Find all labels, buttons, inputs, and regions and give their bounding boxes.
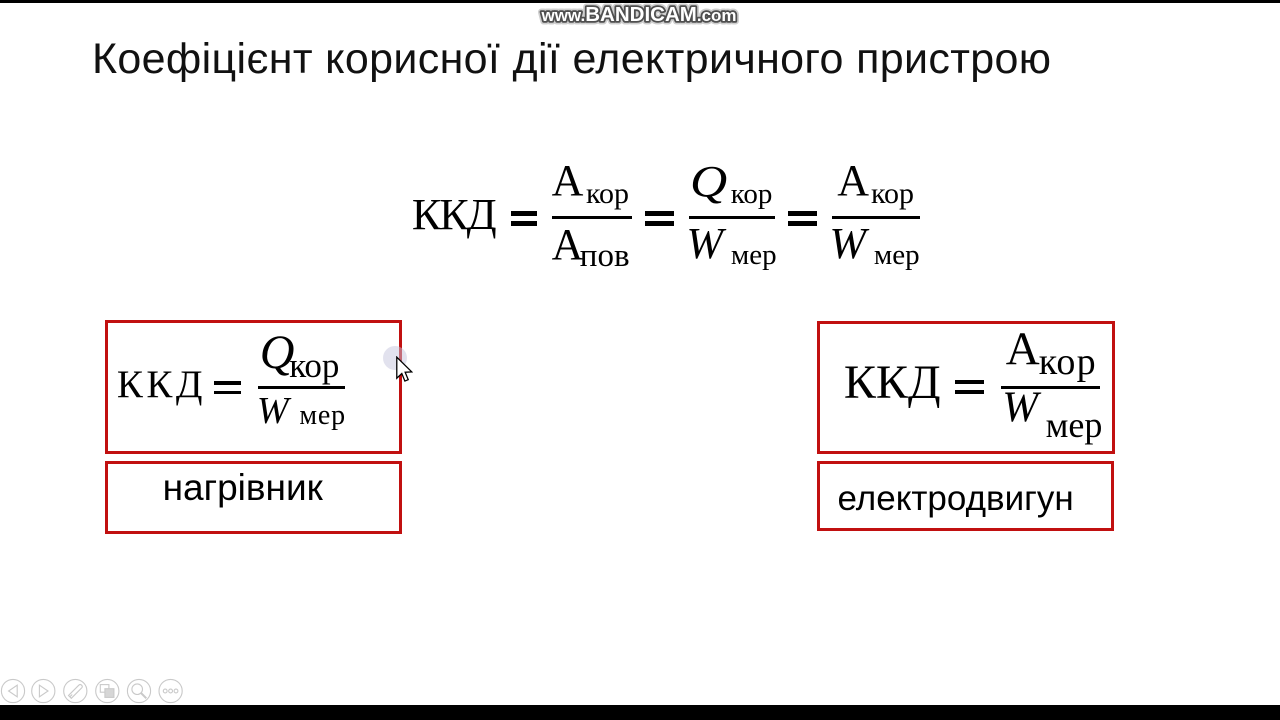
- svg-text:www.BANDICAM.com: www.BANDICAM.com: [540, 3, 736, 26]
- svg-text:www.BANDICAM.com: www.BANDICAM.com: [540, 3, 736, 26]
- svg-text:www.BANDICAM.com: www.BANDICAM.com: [540, 3, 736, 26]
